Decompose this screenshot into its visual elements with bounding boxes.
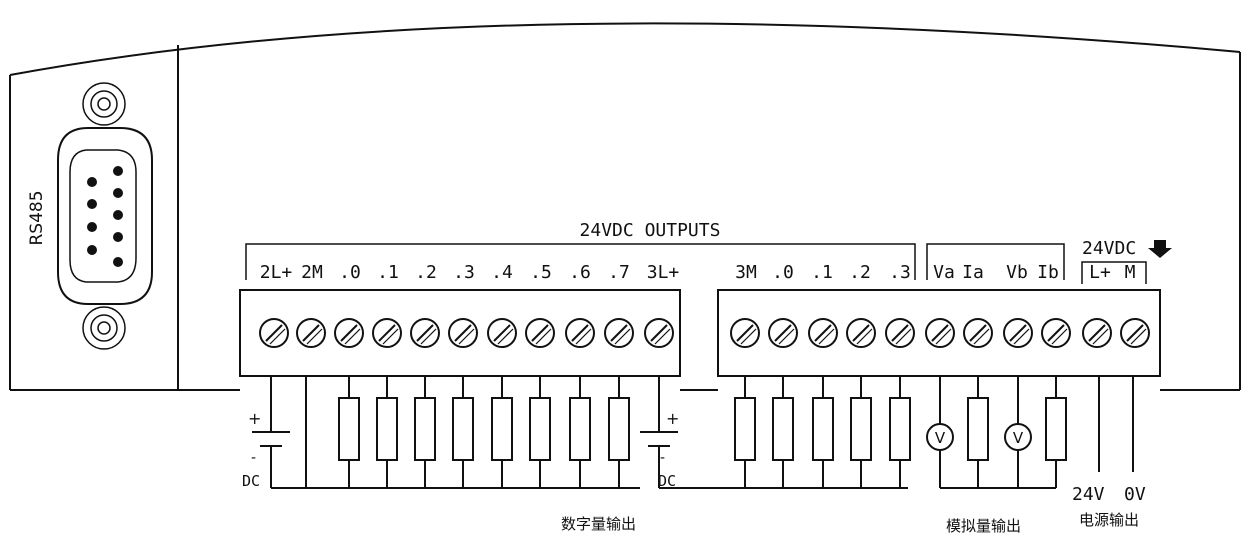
load-resistor-icon xyxy=(1045,376,1067,488)
load-resistor-icon xyxy=(376,376,398,488)
terminal-block-1 xyxy=(239,289,681,377)
terminal-screw-icon xyxy=(730,318,760,348)
terminal-screw-icon xyxy=(565,318,595,348)
terminal-label: 3M xyxy=(735,262,757,283)
digital-output-caption: 数字量输出 xyxy=(561,515,636,533)
terminal-label: 2M xyxy=(301,262,323,283)
terminal-screw-icon xyxy=(1041,318,1071,348)
terminal-screw-icon xyxy=(487,318,517,348)
terminal-label: .4 xyxy=(491,262,513,283)
load-resistor-icon xyxy=(772,376,794,488)
terminal-label: 3L+ xyxy=(647,262,680,283)
load-resistor-icon xyxy=(414,376,436,488)
db9-pins xyxy=(87,166,123,267)
terminal-screw-icon xyxy=(808,318,838,348)
load-resistor-icon xyxy=(491,376,513,488)
load-resistor-icon xyxy=(734,376,756,488)
supply-bracket: 24VDC xyxy=(1081,238,1172,284)
voltmeter-label: V xyxy=(935,429,946,447)
connector-screw-bottom-icon xyxy=(82,306,126,350)
v0-label: 0V xyxy=(1124,484,1146,505)
terminal-label: .2 xyxy=(849,262,871,283)
dc-right-plus: + xyxy=(666,409,679,428)
outputs-title: 24VDC OUTPUTS xyxy=(580,220,721,241)
terminal-label: .5 xyxy=(530,262,552,283)
terminal-screw-icon xyxy=(1082,318,1112,348)
terminal-label: .7 xyxy=(608,262,630,283)
dc-supply-right: + - DC xyxy=(640,376,679,490)
voltmeter-icon: V xyxy=(926,376,954,488)
terminal-screw-icon xyxy=(372,318,402,348)
terminal-labels-block-1: 2L+ 2M .0 .1 .2 .3 .4 .5 .6 .7 3L+ xyxy=(260,262,680,283)
load-resistor-icon xyxy=(889,376,911,488)
terminal-label: .2 xyxy=(415,262,437,283)
rs485-label: RS485 xyxy=(27,190,47,245)
terminal-screw-icon xyxy=(448,318,478,348)
db9-shell xyxy=(57,127,153,305)
terminal-label: .0 xyxy=(772,262,794,283)
terminal-screws-block-2 xyxy=(730,318,1150,348)
dc-right-minus: - xyxy=(660,450,665,466)
terminal-label: L+ xyxy=(1089,262,1111,283)
terminal-screw-icon xyxy=(885,318,915,348)
dc-right-label: DC xyxy=(658,472,676,490)
terminal-screw-icon xyxy=(768,318,798,348)
terminal-label: .3 xyxy=(889,262,911,283)
dc-left-plus: + xyxy=(248,409,261,428)
terminal-screw-icon xyxy=(296,318,326,348)
terminal-screw-icon xyxy=(525,318,555,348)
rs485-connector: RS485 xyxy=(27,82,153,350)
load-resistor-icon xyxy=(608,376,630,488)
load-resistor-icon xyxy=(812,376,834,488)
power-output-leads: 24V 0V xyxy=(1072,376,1146,505)
terminal-screw-icon xyxy=(644,318,674,348)
terminal-label: 2L+ xyxy=(260,262,293,283)
terminal-screw-icon xyxy=(410,318,440,348)
terminal-label: M xyxy=(1125,262,1136,283)
load-resistor-icon xyxy=(529,376,551,488)
terminal-screw-icon xyxy=(259,318,289,348)
load-resistor-icon xyxy=(967,376,989,488)
power-output-caption: 电源输出 xyxy=(1079,511,1139,529)
analog-output-caption: 模拟量输出 xyxy=(946,517,1021,535)
ground-arrow-icon xyxy=(1148,240,1172,258)
terminal-labels-block-2: 3M .0 .1 .2 .3 Va Ia Vb Ib L+ M xyxy=(735,262,1135,283)
dc-left-minus: - xyxy=(251,450,256,466)
terminal-label: .1 xyxy=(377,262,399,283)
load-resistor-icon xyxy=(338,376,360,488)
load-resistor-icon xyxy=(452,376,474,488)
load-resistor-icon xyxy=(850,376,872,488)
terminal-screw-icon xyxy=(925,318,955,348)
terminal-screw-icon xyxy=(604,318,634,348)
terminal-screw-icon xyxy=(1120,318,1150,348)
v24-label: 24V xyxy=(1072,484,1105,505)
plc-housing xyxy=(9,22,1241,391)
voltmeter-icon: V xyxy=(1004,376,1032,488)
terminal-label: Ib xyxy=(1037,262,1059,283)
outputs-bracket: 24VDC OUTPUTS xyxy=(245,220,1065,280)
terminal-label: Ia xyxy=(962,262,984,283)
voltmeter-label: V xyxy=(1013,429,1024,447)
terminal-label: .1 xyxy=(811,262,833,283)
dc-left-label: DC xyxy=(242,472,260,490)
connector-screw-top-icon xyxy=(82,82,126,126)
terminal-label: Va xyxy=(933,262,955,283)
terminal-label: .6 xyxy=(569,262,591,283)
terminal-screw-icon xyxy=(963,318,993,348)
dc-supply-left: + - DC xyxy=(242,376,290,490)
supply-title: 24VDC xyxy=(1082,238,1136,259)
terminal-screw-icon xyxy=(1003,318,1033,348)
terminal-screws-block-1 xyxy=(259,318,674,348)
terminal-screw-icon xyxy=(334,318,364,348)
load-resistor-icon xyxy=(569,376,591,488)
terminal-label: .3 xyxy=(453,262,475,283)
terminal-label: Vb xyxy=(1006,262,1028,283)
terminal-screw-icon xyxy=(846,318,876,348)
terminal-label: .0 xyxy=(339,262,361,283)
